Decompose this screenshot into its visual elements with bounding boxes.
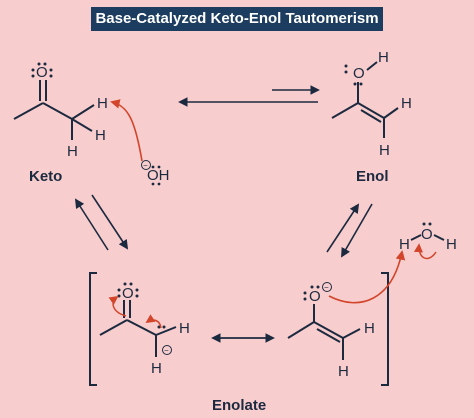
enolate2-h-bottom: H — [338, 363, 349, 380]
enol-oh-hydrogen: H — [378, 49, 389, 66]
enolate2-h-right: H — [364, 320, 375, 337]
enol-oxygen: O — [353, 65, 365, 82]
left-reverse-arrow — [74, 198, 109, 251]
carbanion-push-arrow — [145, 314, 162, 329]
keto-oxygen: O — [36, 64, 48, 81]
carbonyl-push-arrow — [108, 295, 127, 317]
keto-h-right: H — [95, 127, 106, 144]
keto-label: Keto — [29, 168, 62, 185]
water-molecule: H O H — [399, 222, 457, 260]
enolate2-charge: − — [324, 283, 329, 292]
enolate-carbanion-form: O H H − — [99, 282, 190, 377]
enolate-bracket — [89, 272, 389, 386]
keto-h-top: H — [97, 95, 108, 112]
diagram-title: Base-Catalyzed Keto-Enol Tautomerism — [91, 7, 383, 31]
keto-molecule: O H H H — [13, 62, 108, 160]
keto-h-bottom: H — [67, 143, 78, 160]
enolate1-charge: − — [164, 346, 169, 355]
enolate-label: Enolate — [212, 397, 266, 414]
enolate1-h-right: H — [179, 320, 190, 337]
hydroxide-charge: − — [143, 161, 148, 170]
water-h-right: H — [446, 236, 457, 253]
right-reverse-arrow — [341, 203, 373, 258]
hydroxide-label: OH — [147, 167, 170, 184]
water-h-left: H — [399, 236, 410, 253]
enol-h-bottom: H — [379, 142, 390, 159]
enol-h-right: H — [401, 95, 412, 112]
water-oxygen: O — [421, 226, 433, 243]
hydroxide-attack-arrow — [110, 99, 143, 162]
enol-molecule: O H H H — [331, 49, 412, 159]
hydroxide-ion: − OH — [110, 99, 170, 186]
enolate1-h-bottom: H — [151, 360, 162, 377]
water-bond-arrow — [413, 243, 437, 260]
enolate1-oxygen: O — [122, 285, 134, 302]
right-forward-arrow — [326, 203, 360, 253]
enol-label: Enol — [356, 168, 389, 185]
enolate-alkoxide-form: O − H H — [287, 250, 406, 380]
enolate2-oxygen: O — [309, 288, 321, 305]
keto-lone-pairs — [31, 62, 53, 78]
alkoxide-attack-arrow — [328, 250, 406, 304]
left-forward-arrow — [91, 194, 129, 250]
